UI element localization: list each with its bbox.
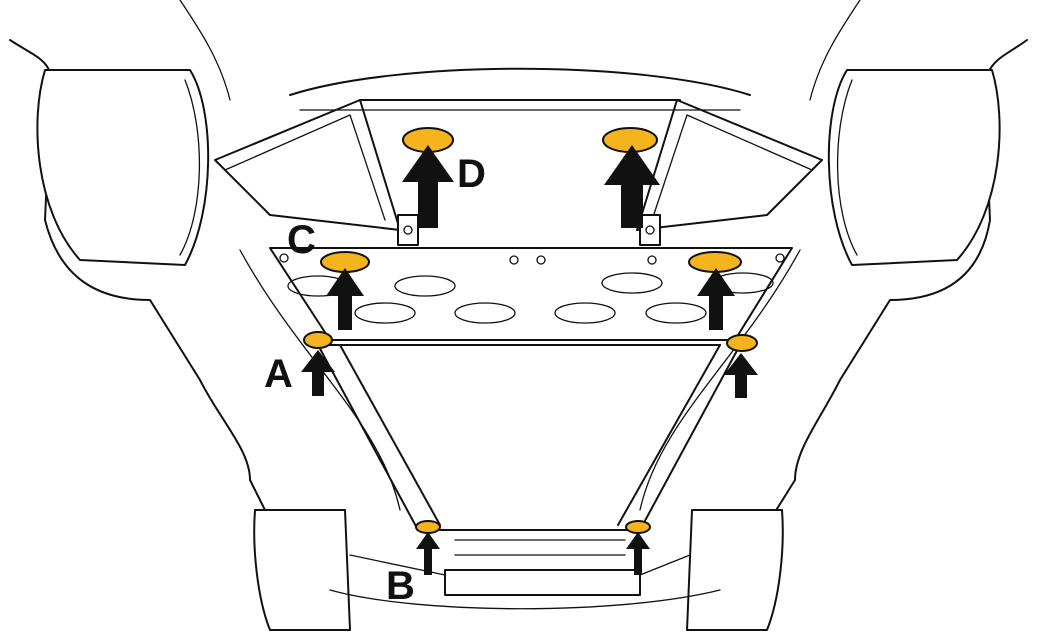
front-left-tire xyxy=(253,509,351,631)
lift-pad-a-right xyxy=(726,334,758,352)
arrow-up-icon xyxy=(626,532,650,575)
rear-right-tire xyxy=(827,69,1001,266)
arrow-up-icon xyxy=(697,268,735,330)
rear-left-tire xyxy=(36,69,210,266)
label-d: D xyxy=(457,152,486,196)
arrow-up-icon xyxy=(604,145,660,228)
lift-pad-c-right xyxy=(688,251,742,273)
arrow-up-icon xyxy=(416,532,440,575)
label-c: C xyxy=(287,218,316,262)
lift-pad-b-left xyxy=(415,520,441,534)
front-subframe xyxy=(317,344,741,610)
arrow-up-icon xyxy=(326,268,364,330)
label-a: A xyxy=(264,352,293,396)
rear-suspension xyxy=(214,99,823,246)
lift-arrows xyxy=(301,145,758,575)
label-b: B xyxy=(386,564,415,608)
lift-pad-b-right xyxy=(625,520,651,534)
front-right-tire xyxy=(686,509,784,631)
arrow-up-icon xyxy=(301,350,335,396)
lift-pad-a-left xyxy=(303,331,333,349)
arrow-up-icon xyxy=(402,145,454,228)
floor-pan xyxy=(269,247,793,341)
arrow-up-icon xyxy=(724,353,758,398)
